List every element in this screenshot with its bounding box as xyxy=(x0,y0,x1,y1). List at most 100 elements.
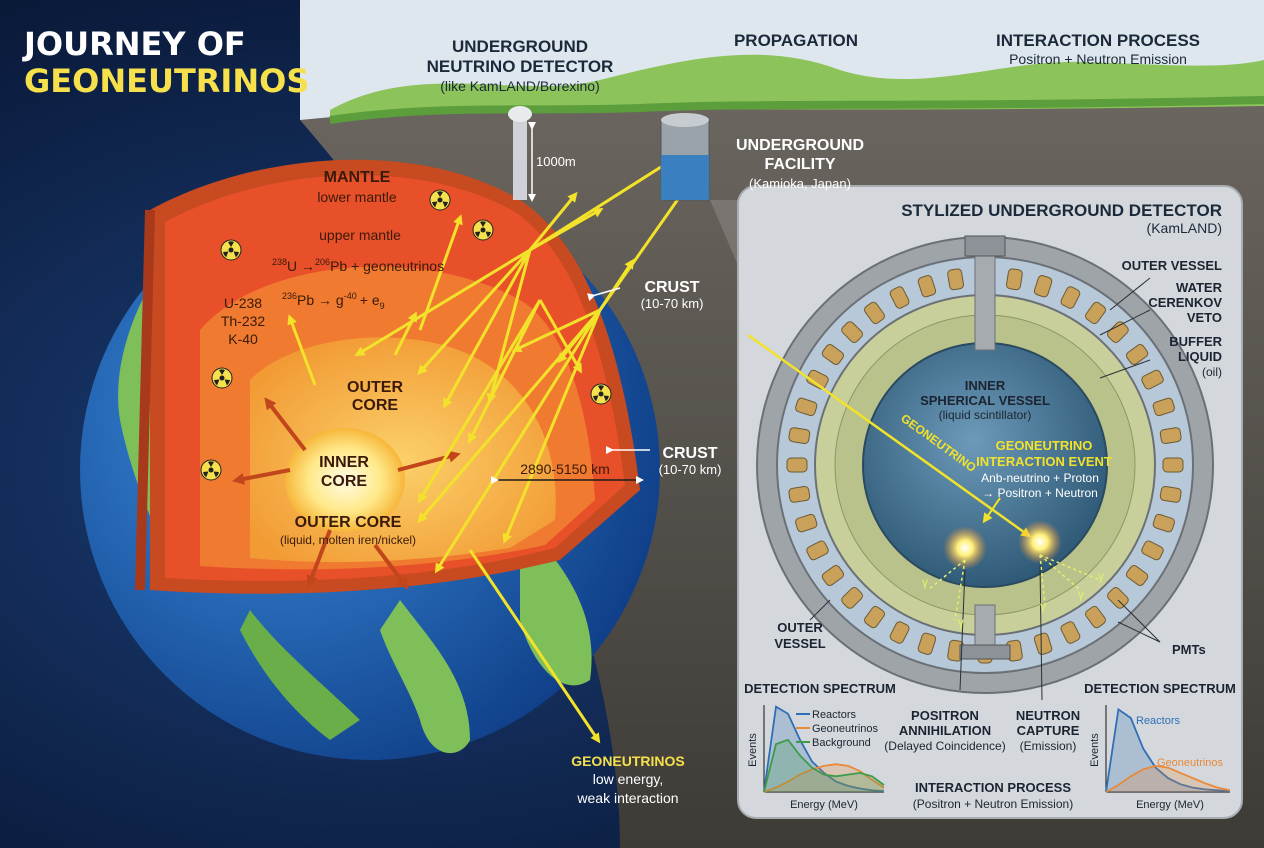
neutron-line-3: (Emission) xyxy=(1020,739,1077,753)
series-line-reactors xyxy=(1105,707,1231,793)
pmt-tube xyxy=(821,565,845,586)
geoneutrino-beam xyxy=(747,333,1032,538)
detector-label-line-2: NEUTRINO DETECTOR xyxy=(427,57,614,76)
pmt-tube xyxy=(1107,321,1129,343)
decay-2-subscript: 9 xyxy=(380,301,385,311)
series-area-background xyxy=(764,739,884,792)
series-area-geoneutrinos xyxy=(1106,765,1230,792)
isotope-u238: U-238 xyxy=(224,295,262,311)
outer-vessel-left-line-1: OUTER xyxy=(777,620,823,635)
pmt-tube xyxy=(795,397,818,417)
pmt-tube xyxy=(788,427,811,445)
event-line-3: Anb-neutrino + Proton xyxy=(981,471,1099,485)
outer-vessel-right-label: OUTER VESSEL xyxy=(1122,258,1222,273)
series-line-background xyxy=(763,738,885,793)
pmt-tube xyxy=(1152,513,1175,533)
pmt-tube xyxy=(1033,275,1053,298)
detector-bottom-cap xyxy=(959,644,1011,660)
inner-core xyxy=(285,428,405,532)
detector-panel-subtitle: (KamLAND) xyxy=(1147,220,1222,236)
pmt-tube xyxy=(1060,621,1081,644)
chart-left-xlabel: Energy (MeV) xyxy=(790,799,858,811)
pmt-tube xyxy=(1033,632,1053,655)
pmt-tube xyxy=(1085,301,1106,325)
radiation-icons xyxy=(200,189,612,481)
inner-vessel-line-3: (liquid scintillator) xyxy=(939,408,1032,422)
facility-line-2: FACILITY xyxy=(764,156,835,173)
pmt-tube xyxy=(806,540,829,561)
radiation-icon xyxy=(200,459,222,481)
upper-mantle-label: upper mantle xyxy=(319,227,401,243)
crust-top-pointer xyxy=(587,287,621,301)
radiation-icon xyxy=(220,239,242,261)
crust-side-sub: (10-70 km) xyxy=(659,462,722,477)
series-line-geoneutrinos xyxy=(1105,764,1231,793)
depth-range-label: 2890-5150 km xyxy=(520,461,610,477)
event-line-1: GEONEUTRINO xyxy=(996,438,1093,453)
detection-spectrum-right xyxy=(1105,705,1231,793)
geoneutrinos-label-line-1: low energy, xyxy=(593,771,664,787)
series-line-reactors xyxy=(763,705,885,793)
detector-top-cap xyxy=(964,235,1006,257)
crust-top-title: CRUST xyxy=(644,279,699,296)
pmt-tube xyxy=(1005,268,1023,291)
decay-2-text: Pb → g xyxy=(297,292,344,308)
pmt-tube xyxy=(795,513,818,533)
pmt-tube xyxy=(864,301,885,325)
pmt-tube xyxy=(1159,485,1182,503)
legend-reactors: Reactors xyxy=(812,709,857,721)
decay-2-sup-b: -40 xyxy=(344,291,357,301)
outer-vessel-left-line-2: VESSEL xyxy=(774,636,825,651)
facility-water xyxy=(661,155,709,200)
buffer-line-3: (oil) xyxy=(1202,365,1222,379)
inner-vessel-line-2: SPHERICAL VESSEL xyxy=(920,393,1050,408)
pmt-tube xyxy=(1162,457,1184,473)
inner-core-line-1: INNER xyxy=(319,454,369,471)
pmt-tube xyxy=(864,605,885,629)
title-line-1: JOURNEY OF xyxy=(22,25,246,63)
pmt-tube xyxy=(1125,344,1149,365)
wedge-left-face xyxy=(135,209,155,591)
propagation-label: PROPAGATION xyxy=(734,31,858,50)
decay-2-rest: + e xyxy=(360,292,380,308)
facility-tank-top xyxy=(661,113,709,127)
gamma-symbol-3: γ xyxy=(1040,599,1046,613)
leader-lines xyxy=(809,277,1161,701)
radiation-icon xyxy=(429,189,451,211)
isotope-k40: K-40 xyxy=(228,331,258,347)
legend-background: Background xyxy=(812,737,871,749)
pmt-tube xyxy=(1152,397,1175,417)
detector-label-sub: (like KamLAND/Borexino) xyxy=(440,78,600,94)
chart-right-series xyxy=(1105,707,1231,793)
continent-southwest xyxy=(240,610,360,740)
outer-core-upper-line-1: OUTER xyxy=(347,379,403,396)
pmt-tube xyxy=(1107,587,1129,609)
decay-1-mid: U → xyxy=(287,258,315,274)
event-line-4: → Positron + Neutron xyxy=(982,486,1098,500)
chart-left-title: DETECTION SPECTRUM xyxy=(744,681,896,696)
outer-core-upper-line-2: CORE xyxy=(352,397,399,414)
depth-label: 1000m xyxy=(536,154,576,169)
panel-bottom-title: INTERACTION PROCESS xyxy=(915,780,1071,795)
pmt-tube xyxy=(947,268,965,291)
pmt-tube xyxy=(889,621,910,644)
panel-bottom-sub: (Positron + Neutron Emission) xyxy=(913,797,1073,811)
water-veto-line-3: VETO xyxy=(1187,310,1222,325)
grass-edge xyxy=(329,96,1264,124)
interaction-sub: Positron + Neutron Emission xyxy=(1009,51,1187,67)
chart-right-xlabel: Energy (MeV) xyxy=(1136,799,1204,811)
detection-spectrum-left xyxy=(763,705,885,793)
continent-south xyxy=(380,600,470,754)
decay-1-rest: Pb + geoneutrinos xyxy=(330,258,444,274)
event-pointer xyxy=(982,497,1001,524)
pmt-tube xyxy=(889,286,910,309)
legend-geoneutrinos: Geoneutrinos xyxy=(812,723,879,735)
interaction-title: INTERACTION PROCESS xyxy=(996,31,1200,50)
mantle-label: MANTLE xyxy=(324,169,391,186)
chart-right-geoneutrinos-label: Geoneutrinos xyxy=(1157,757,1224,769)
pmt-tube xyxy=(1085,605,1106,629)
radiation-icon xyxy=(590,383,612,405)
crust-top-sub: (10-70 km) xyxy=(641,296,704,311)
